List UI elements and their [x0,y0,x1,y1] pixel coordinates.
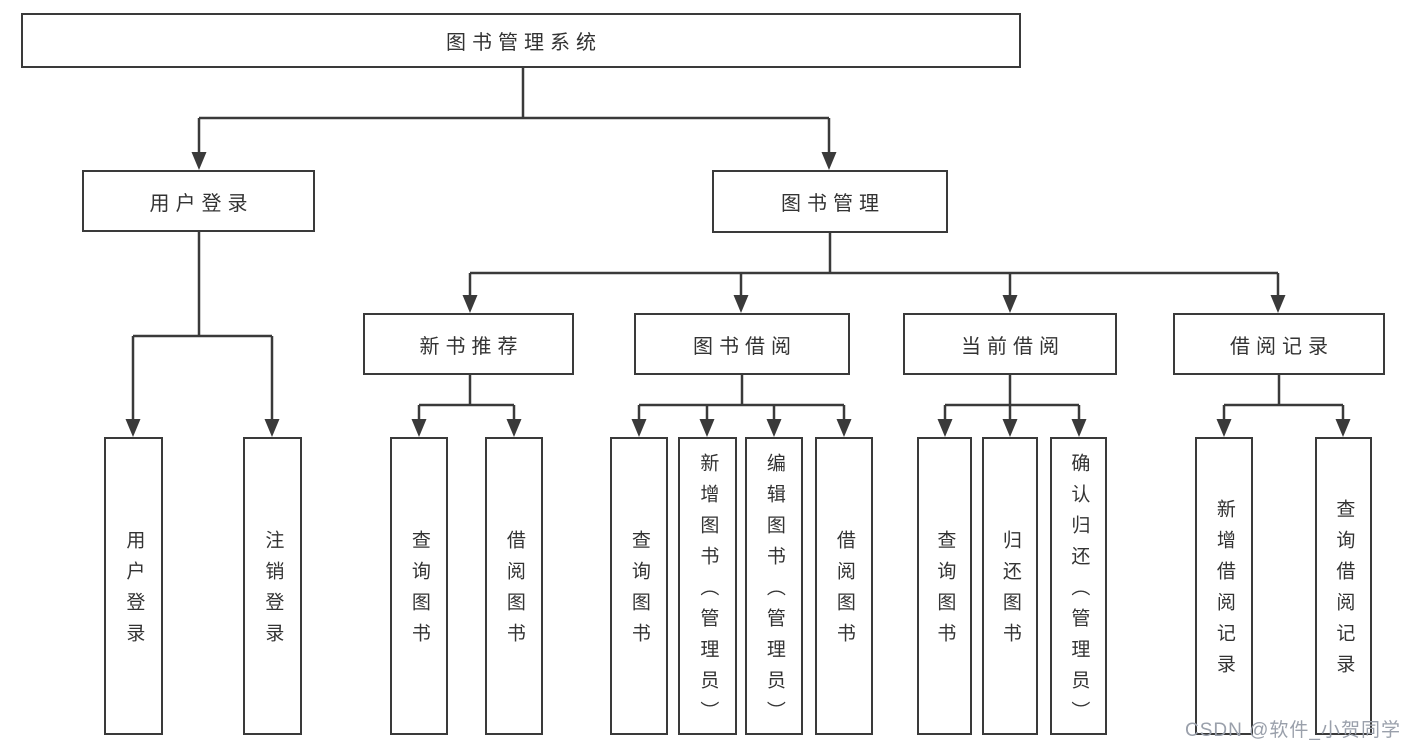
node-book-management-label: 图书管理 [781,193,885,215]
leaf-return-books: 归还图书 [982,437,1038,735]
node-current-borrowing: 当前借阅 [903,313,1117,375]
leaf-label: 用户登录 [123,530,145,654]
leaf-logout: 注销登录 [243,437,302,735]
node-current-borrowing-label: 当前借阅 [961,335,1065,358]
leaf-label: 借阅图书 [833,530,855,654]
node-borrowing-records-label: 借阅记录 [1230,335,1334,358]
arrowhead-icons [125,152,1351,437]
leaf-add-book-admin: 新增图书（管理员） [678,437,737,735]
leaf-query-books-borrowing: 查询图书 [610,437,668,735]
leaf-query-books-recommend: 查询图书 [390,437,448,735]
leaf-label: 确认归还（管理员） [1068,452,1090,732]
leaf-label: 查询图书 [408,530,430,654]
node-book-borrowing-label: 图书借阅 [693,335,797,358]
node-root: 图书管理系统 [21,13,1021,68]
leaf-add-borrow-record: 新增借阅记录 [1195,437,1253,735]
leaf-label: 新增借阅记录 [1213,499,1235,685]
leaf-edit-book-admin: 编辑图书（管理员） [745,437,803,735]
node-book-borrowing: 图书借阅 [634,313,850,375]
csdn-watermark: CSDN @软件_小贺同学 [1185,720,1401,741]
leaf-label: 借阅图书 [503,530,525,654]
node-book-management: 图书管理 [712,170,948,233]
leaf-borrow-books-recommend: 借阅图书 [485,437,543,735]
node-user-login: 用户登录 [82,170,315,232]
node-user-login-label: 用户登录 [149,192,254,215]
node-borrowing-records: 借阅记录 [1173,313,1385,375]
leaf-label: 查询借阅记录 [1333,499,1355,685]
leaf-label: 归还图书 [999,530,1021,654]
leaf-label: 查询图书 [934,530,956,654]
leaf-user-login: 用户登录 [104,437,163,735]
leaf-label: 新增图书（管理员） [697,452,719,732]
node-new-book-recommend-label: 新书推荐 [419,335,524,358]
leaf-label: 编辑图书（管理员） [763,452,785,732]
leaf-label: 查询图书 [628,530,650,654]
node-new-book-recommend: 新书推荐 [363,313,574,375]
leaf-confirm-return-admin: 确认归还（管理员） [1050,437,1107,735]
leaf-label: 注销登录 [262,530,284,654]
leaf-query-books-current: 查询图书 [917,437,972,735]
leaf-query-borrow-record: 查询借阅记录 [1315,437,1372,735]
connector-paths [131,68,1345,421]
leaf-borrow-books: 借阅图书 [815,437,873,735]
node-root-label: 图书管理系统 [446,32,602,54]
